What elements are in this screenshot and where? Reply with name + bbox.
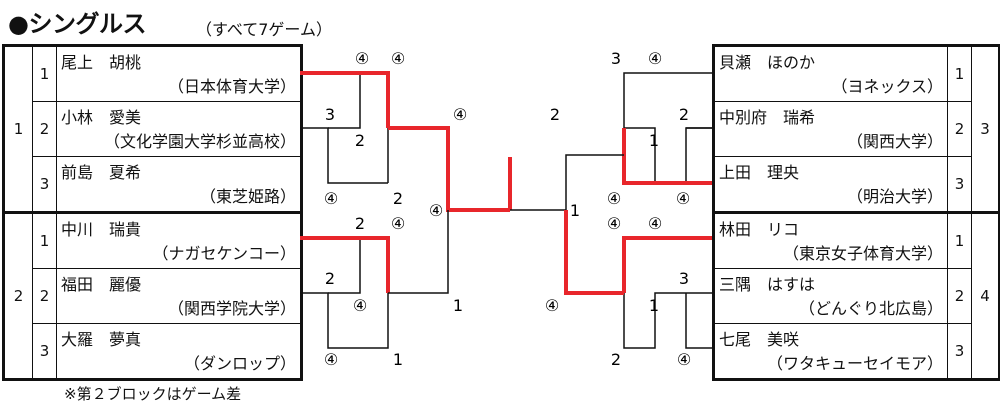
score: 2 xyxy=(393,189,403,208)
score: ④ xyxy=(353,296,367,315)
right-semi-line xyxy=(565,154,624,210)
score: ④ xyxy=(607,214,621,233)
block-number-cell: 2 xyxy=(2,211,33,381)
left-semi-line xyxy=(388,210,449,294)
player-name: 七尾 美咲 xyxy=(719,330,800,349)
player-team: （どんぐり北広島） xyxy=(798,299,943,318)
left-bracket-table: 1 1 尾上 胡桃 （日本体育大学） 2 小林 愛美 （文化学園大学杉並高校） … xyxy=(2,44,303,381)
player-name: 小林 愛美 xyxy=(61,108,142,127)
player-cell: 大羅 夢真 （ダンロップ） xyxy=(56,323,303,381)
right-bracket-table: 貝瀬 ほのか （ヨネックス） 1 3 中別府 瑞希 （関西大学） 2 上田 理央… xyxy=(712,44,1000,381)
left-semi-win-line xyxy=(388,126,510,212)
left-block-1-lines xyxy=(300,71,390,184)
score: ④ xyxy=(545,296,559,315)
player-team: （関西学院大学） xyxy=(167,299,296,318)
right-block-3-lines xyxy=(622,72,712,185)
position-cell: 2 xyxy=(947,101,972,157)
score: 3 xyxy=(611,49,621,68)
block-number-cell: 4 xyxy=(971,211,1000,381)
block-number-cell: 3 xyxy=(971,44,1000,213)
position-cell: 3 xyxy=(947,323,972,381)
score: ④ xyxy=(607,189,621,208)
score: ④ xyxy=(355,49,369,68)
left-block-2-lines xyxy=(300,236,390,349)
score: 1 xyxy=(649,131,659,150)
score: ④ xyxy=(676,189,690,208)
player-name: 貝瀬 ほのか xyxy=(719,53,816,72)
score: 3 xyxy=(679,269,689,288)
score: ④ xyxy=(429,201,443,220)
section-subtitle: （すべて7ゲーム） xyxy=(196,20,332,39)
right-semi-win-line xyxy=(564,210,624,295)
player-team: （関西大学） xyxy=(846,132,943,151)
score: 1 xyxy=(570,201,580,220)
score: ④ xyxy=(324,350,338,369)
player-team: （ヨネックス） xyxy=(831,77,943,96)
player-cell: 貝瀬 ほのか （ヨネックス） xyxy=(712,44,948,102)
score: 2 xyxy=(550,105,560,124)
position-cell: 2 xyxy=(32,268,57,324)
player-team: （東芝姫路） xyxy=(199,187,296,206)
score: ④ xyxy=(648,214,662,233)
section-title: ●シングルス xyxy=(8,10,146,38)
player-cell: 中別府 瑞希 （関西大学） xyxy=(712,101,948,157)
player-team: （ワタキューセイモア） xyxy=(766,354,943,373)
position-cell: 2 xyxy=(947,268,972,324)
score: 1 xyxy=(393,350,403,369)
score: 2 xyxy=(611,350,621,369)
player-cell: 尾上 胡桃 （日本体育大学） xyxy=(56,44,303,102)
player-name: 前島 夏希 xyxy=(61,163,142,182)
score: 1 xyxy=(453,296,463,315)
player-team: （文化学園大学杉並高校） xyxy=(103,132,296,151)
player-team: （ナガセケンコー） xyxy=(152,244,296,263)
score: ④ xyxy=(453,105,467,124)
score: 2 xyxy=(355,131,365,150)
score: 2 xyxy=(355,214,365,233)
score: ④ xyxy=(391,214,405,233)
player-cell: 前島 夏希 （東芝姫路） xyxy=(56,156,303,213)
player-cell: 福田 麗優 （関西学院大学） xyxy=(56,268,303,324)
player-name: 上田 理央 xyxy=(719,163,800,182)
player-team: （東京女子体育大学） xyxy=(782,244,943,263)
player-team: （ダンロップ） xyxy=(183,354,296,373)
score: 1 xyxy=(649,296,659,315)
score: ④ xyxy=(648,49,662,68)
player-name: 福田 麗優 xyxy=(61,275,142,294)
score: ④ xyxy=(324,189,338,208)
player-name: 中川 瑞貴 xyxy=(61,220,142,239)
player-name: 三隅 はすは xyxy=(719,275,816,294)
position-cell: 3 xyxy=(32,323,57,381)
player-name: 林田 リコ xyxy=(719,220,800,239)
position-cell: 1 xyxy=(32,211,57,269)
position-cell: 2 xyxy=(32,101,57,157)
player-cell: 中川 瑞貴 （ナガセケンコー） xyxy=(56,211,303,269)
player-team: （明治大学） xyxy=(846,187,943,206)
score: 3 xyxy=(325,105,335,124)
player-name: 大羅 夢真 xyxy=(61,330,142,349)
right-block-4-lines xyxy=(622,236,712,349)
score: ④ xyxy=(677,350,691,369)
score: 2 xyxy=(679,105,689,124)
player-cell: 林田 リコ （東京女子体育大学） xyxy=(712,211,948,269)
score: ④ xyxy=(391,49,405,68)
player-name: 中別府 瑞希 xyxy=(719,108,816,127)
player-cell: 七尾 美咲 （ワタキューセイモア） xyxy=(712,323,948,381)
player-cell: 三隅 はすは （どんぐり北広島） xyxy=(712,268,948,324)
footnote: ※第２ブロックはゲーム差 xyxy=(64,385,242,403)
score: 2 xyxy=(325,269,335,288)
player-team: （日本体育大学） xyxy=(167,77,296,96)
player-name: 尾上 胡桃 xyxy=(61,53,142,72)
